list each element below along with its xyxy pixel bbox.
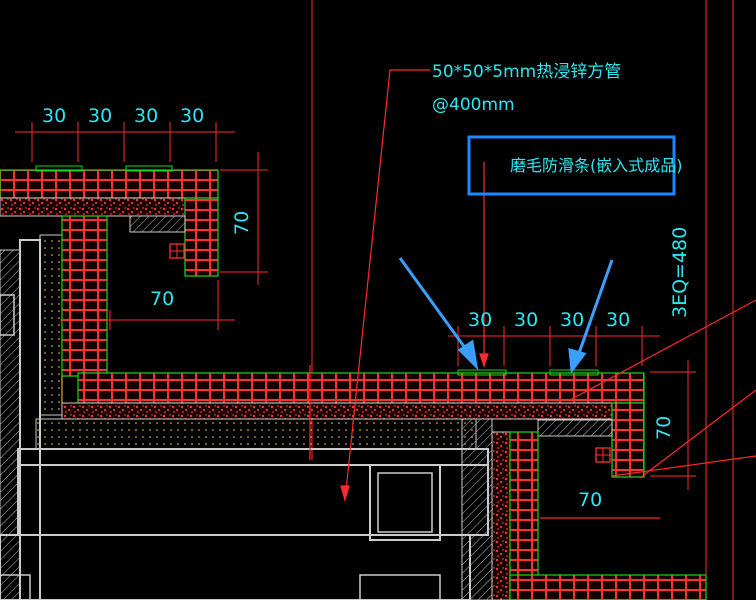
top-left-width-dim: 70 — [150, 288, 174, 310]
antislip-highlight-box — [467, 135, 676, 196]
top-left-dim-4: 30 — [180, 105, 204, 127]
lower-structure — [0, 418, 707, 600]
right-height-dim: 70 — [653, 416, 675, 440]
top-left-dim-1: 30 — [42, 105, 66, 127]
left-structure — [0, 234, 63, 600]
antislip-strip-label: 磨毛防滑条(嵌入式成品) — [510, 156, 683, 175]
right-dimension-lines — [448, 326, 696, 490]
right-width-dim: 70 — [578, 489, 602, 511]
top-left-tread — [0, 165, 219, 377]
leader-lines — [309, 69, 756, 519]
pipe-spec-label: 50*50*5mm热浸锌方管 — [432, 62, 621, 82]
right-dim-3: 30 — [560, 309, 584, 331]
right-dim-1: 30 — [468, 309, 492, 331]
top-left-dim-3: 30 — [134, 105, 158, 127]
top-left-dim-2: 30 — [88, 105, 112, 127]
top-left-dimension-lines — [15, 122, 268, 330]
right-dim-4: 30 — [606, 309, 630, 331]
top-left-height-dim: 70 — [231, 211, 253, 235]
blue-arrows — [398, 257, 614, 374]
pipe-spacing-label: @400mm — [432, 95, 515, 115]
main-tread — [17, 369, 645, 478]
eq-spacing-label: 3EQ=480 — [669, 227, 691, 318]
right-dim-2: 30 — [514, 309, 538, 331]
